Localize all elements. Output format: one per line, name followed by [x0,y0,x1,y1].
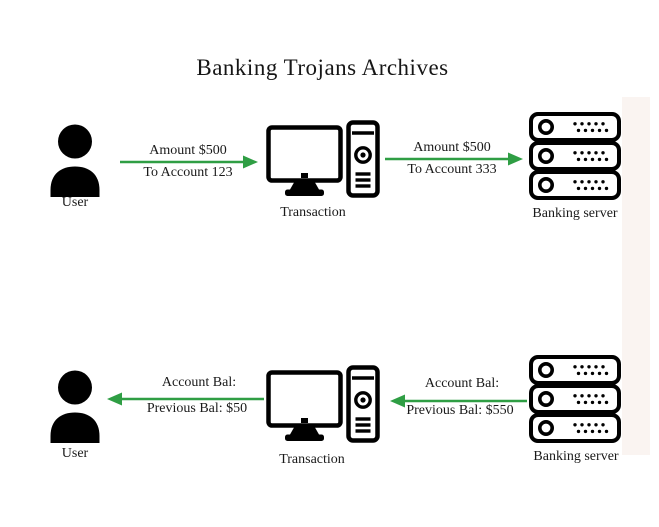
arrow-transaction-to-user [107,392,264,406]
arrow-text-accountbal-right: Account Bal: [424,376,500,391]
arrow-text-account-bottom2: To Account 333 [407,162,497,177]
arrow-text-prevbal-left: Previous Bal: $50 [146,401,248,416]
arrow-text-amount-top2: Amount $500 [413,140,491,155]
transaction-label-bottom: Transaction [279,452,345,467]
arrow-text-account-bottom1: To Account 123 [143,165,233,180]
arrow-server-to-transaction [390,394,527,408]
arrow-text-accountbal-left: Account Bal: [161,375,237,390]
user-icon-bottom [45,370,105,443]
arrow-transaction-to-server [385,152,523,166]
user-icon [45,124,105,197]
user-label: User [61,195,89,210]
banking-server-icon [529,112,621,202]
banking-server-label-bottom: Banking server [533,449,619,464]
user-label-bottom: User [61,446,89,461]
arrow-text-prevbal-right: Previous Bal: $550 [406,403,514,418]
transaction-computer-icon [266,120,380,198]
banking-server-icon-bottom [529,355,621,445]
diagram-title: Banking Trojans Archives [196,55,449,80]
transaction-label: Transaction [280,205,346,220]
transaction-computer-icon-bottom [266,365,380,443]
banking-server-label: Banking server [532,206,618,221]
arrow-text-amount-top1: Amount $500 [149,143,227,158]
highlight-strip [622,97,650,455]
arrow-user-to-transaction [120,155,258,169]
